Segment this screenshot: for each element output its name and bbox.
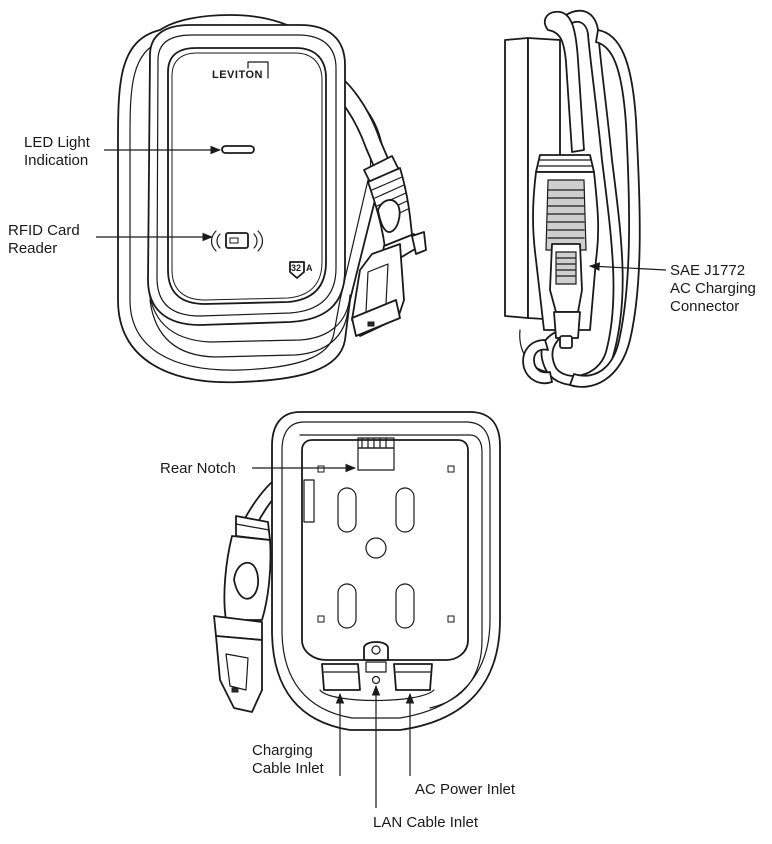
rear-corner-mark-right <box>447 615 455 623</box>
front-base-shell-2 <box>149 299 349 358</box>
label-lan-cable-inlet: LAN Cable Inlet <box>373 814 478 832</box>
label-sae-j1772-connector: SAE J1772 AC Charging Connector <box>670 262 756 316</box>
connector-leader-line <box>588 262 667 271</box>
rear-slot-top-left <box>337 487 357 533</box>
label-ac-power-inlet: AC Power Inlet <box>415 781 515 799</box>
leviton-logo: LEVITON <box>212 61 269 81</box>
lan-inlet-port <box>371 675 381 685</box>
rear-corner-mark-left <box>317 615 325 623</box>
label-rfid-line-1: RFID Card <box>8 222 80 239</box>
rear-screw <box>371 645 381 655</box>
rear-notch-tooth-lines <box>361 437 387 449</box>
side-wall-plate <box>504 37 529 319</box>
rear-slot-bottom-left <box>337 583 357 629</box>
rfid-icon <box>210 230 264 252</box>
label-connector-line-2: AC Charging <box>670 280 756 297</box>
rear-body-rim-2 <box>299 434 483 709</box>
leviton-logo-mark <box>247 61 269 79</box>
rear-screw-tab <box>363 641 389 661</box>
rear-slot-bottom-right <box>395 583 415 629</box>
lan-cable-inlet <box>365 661 387 673</box>
label-rfid-line-2: Reader <box>8 240 58 257</box>
rear-view <box>213 411 501 731</box>
front-base-shell-1 <box>147 281 351 343</box>
rear-slot-top-right <box>395 487 415 533</box>
rear-corner-mark-top-left <box>317 465 325 473</box>
side-cable-right <box>569 29 641 388</box>
side-view <box>504 9 641 388</box>
side-cable-lower <box>522 339 553 385</box>
front-face-bevel <box>171 52 323 301</box>
label-rfid-card-reader: RFID Card Reader <box>8 222 80 258</box>
label-led-light-indication: LED Light Indication <box>24 134 90 170</box>
rear-corner-mark-top-right <box>447 465 455 473</box>
rating-badge-number: 32 <box>291 263 301 273</box>
rear-mount-plate <box>301 439 469 661</box>
rear-notch <box>357 447 395 471</box>
side-connector <box>532 154 600 349</box>
label-connector-line-3: Connector <box>670 298 740 315</box>
label-led-line-2: Indication <box>24 152 89 169</box>
rear-body-rim <box>281 421 491 719</box>
ac-power-inlet <box>393 663 433 691</box>
label-led-line-1: LED Light <box>24 134 90 151</box>
front-body-rim <box>156 34 337 317</box>
rating-badge-unit: A <box>306 263 313 273</box>
leviton-logo-text: LEVITON <box>212 69 263 81</box>
label-rear-notch-text: Rear Notch <box>160 460 236 477</box>
label-charging-line-1: Charging <box>252 742 313 759</box>
rating-badge: 32 A <box>289 261 313 279</box>
label-connector-line-1: SAE J1772 <box>670 262 746 279</box>
led-light-bar <box>221 145 255 154</box>
label-ac-power-text: AC Power Inlet <box>415 781 516 798</box>
front-view: LEVITON 32 A <box>117 14 427 384</box>
side-cable-inner <box>543 10 585 153</box>
label-charging-line-2: Cable Inlet <box>252 760 324 777</box>
charging-cable-inlet <box>321 663 361 691</box>
rear-side-tab <box>303 479 315 523</box>
rear-connector <box>213 515 272 713</box>
label-charging-cable-inlet: Charging Cable Inlet <box>252 742 324 778</box>
label-rear-notch: Rear Notch <box>160 460 236 478</box>
front-connector <box>351 155 427 337</box>
rear-center-hole <box>365 537 387 559</box>
label-lan-text: LAN Cable Inlet <box>373 814 479 831</box>
